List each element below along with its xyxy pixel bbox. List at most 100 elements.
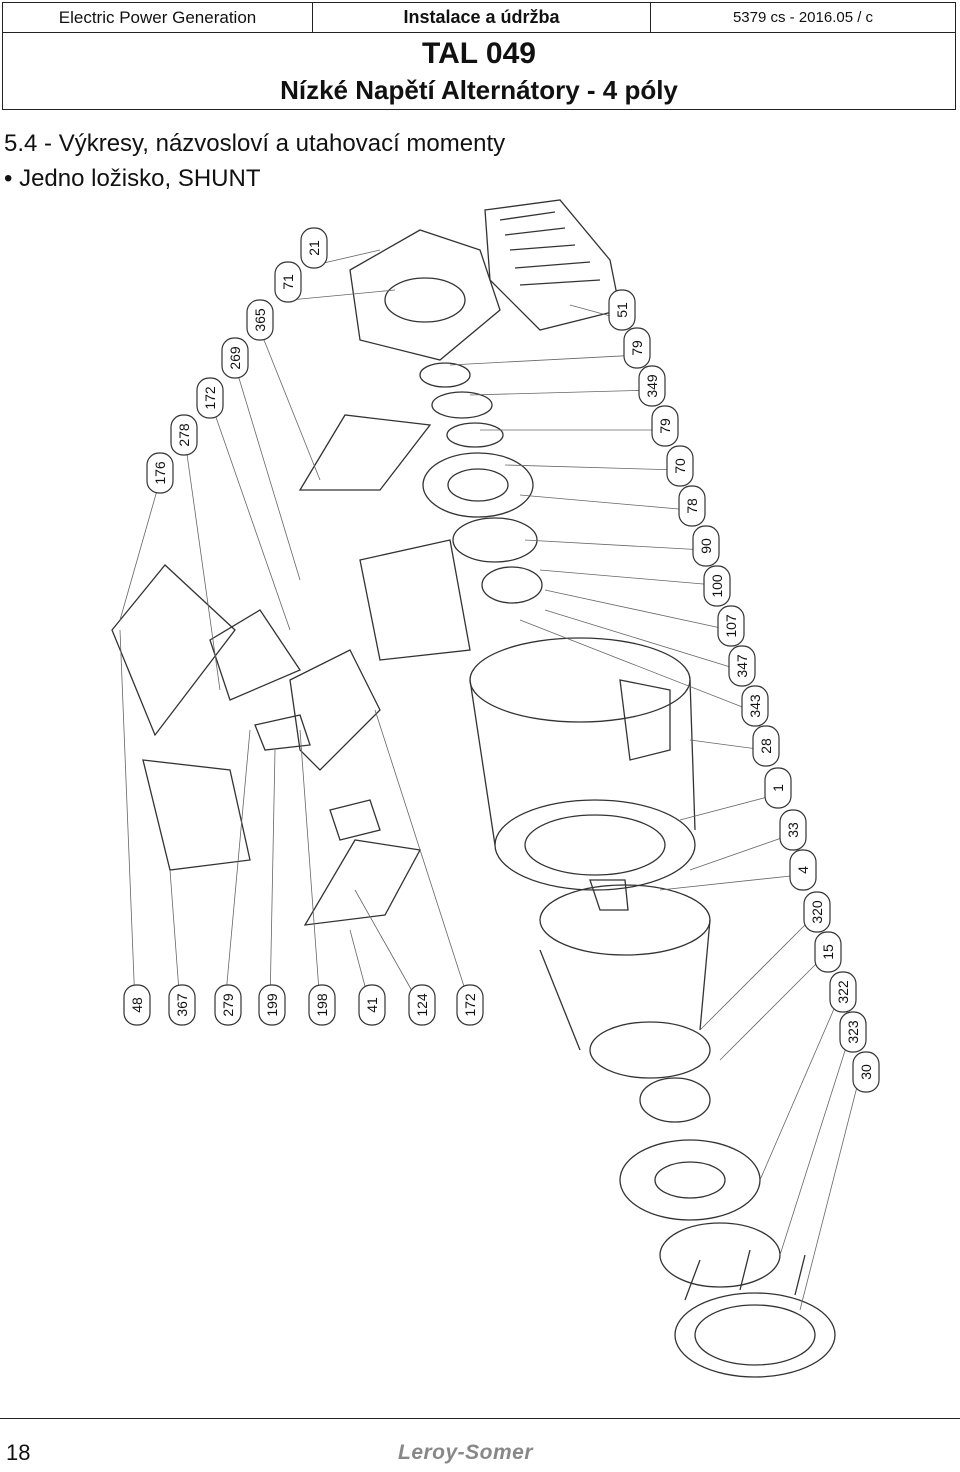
callout-bubble xyxy=(246,299,274,341)
callout-number: 30 xyxy=(858,1064,874,1080)
company-name: Electric Power Generation xyxy=(3,3,313,33)
callout-right-15: 107 xyxy=(717,605,745,647)
callout-bottom-2: 279 xyxy=(214,984,242,1026)
callout-bubble xyxy=(623,327,651,369)
footer-rule xyxy=(0,1418,960,1419)
callout-right-18: 28 xyxy=(752,725,780,767)
callout-number: 343 xyxy=(747,694,763,718)
callout-right-6: 176 xyxy=(146,452,174,494)
callout-number: 107 xyxy=(723,614,739,638)
callout-number: 79 xyxy=(629,340,645,356)
callout-bubble xyxy=(651,405,679,447)
callout-bubble xyxy=(829,971,857,1013)
callout-bottom-7: 172 xyxy=(456,984,484,1026)
callout-bubble xyxy=(146,452,174,494)
callout-bubble xyxy=(703,565,731,607)
callout-right-21: 4 xyxy=(789,849,817,891)
callout-number: 4 xyxy=(795,866,811,874)
callout-number: 21 xyxy=(306,240,322,256)
callout-number: 15 xyxy=(820,944,836,960)
callout-number: 28 xyxy=(758,738,774,754)
callout-bubble xyxy=(638,365,666,407)
callout-bubble xyxy=(764,767,792,809)
callout-number: 279 xyxy=(220,993,236,1017)
callout-bubble xyxy=(408,984,436,1026)
callout-bubble xyxy=(741,685,769,727)
document-reference: 5379 cs - 2016.05 / c xyxy=(651,3,955,33)
callout-number: 347 xyxy=(734,654,750,678)
callout-right-25: 323 xyxy=(839,1011,867,1053)
callout-right-11: 70 xyxy=(666,445,694,487)
callout-number: 269 xyxy=(227,346,243,370)
callout-number: 365 xyxy=(252,308,268,332)
alternator-parts xyxy=(111,199,836,1378)
callout-bubble xyxy=(274,261,302,303)
callout-number: 51 xyxy=(614,302,630,318)
callout-bubble xyxy=(358,984,386,1026)
page-number: 18 xyxy=(6,1440,31,1465)
callout-bubble xyxy=(214,984,242,1026)
leader-lines xyxy=(119,249,861,1311)
callout-right-19: 1 xyxy=(764,767,792,809)
callout-number: 71 xyxy=(280,274,296,290)
callout-right-1: 71 xyxy=(274,261,302,303)
callout-right-22: 320 xyxy=(803,891,831,933)
callout-bottom-0: 48 xyxy=(123,984,151,1026)
callout-bubble xyxy=(170,414,198,456)
callout-number: 79 xyxy=(657,418,673,434)
callout-right-23: 15 xyxy=(814,931,842,973)
callout-right-3: 269 xyxy=(221,337,249,379)
exploded-view-drawing: 2171365269172278176517934979707890100107… xyxy=(111,199,880,1378)
callout-bubble xyxy=(717,605,745,647)
callout-bubble xyxy=(666,445,694,487)
callout-bubble xyxy=(196,377,224,419)
section-heading: 5.4 - Výkresy, názvosloví a utahovací mo… xyxy=(4,130,506,157)
callout-number: 33 xyxy=(785,822,801,838)
callout-labels: 2171365269172278176517934979707890100107… xyxy=(123,227,880,1093)
callout-right-0: 21 xyxy=(300,227,328,269)
callout-number: 41 xyxy=(364,997,380,1013)
callout-right-4: 172 xyxy=(196,377,224,419)
callout-bubble xyxy=(300,227,328,269)
callout-right-8: 79 xyxy=(623,327,651,369)
callout-number: 349 xyxy=(644,374,660,398)
callout-bubble xyxy=(789,849,817,891)
callout-bubble xyxy=(752,725,780,767)
callout-number: 322 xyxy=(835,980,851,1004)
callout-bottom-6: 124 xyxy=(408,984,436,1026)
callout-number: 78 xyxy=(684,498,700,514)
bullet-text: • Jedno ložisko, SHUNT xyxy=(4,165,261,192)
callout-bubble xyxy=(852,1051,880,1093)
document-header: Electric Power Generation Instalace a úd… xyxy=(2,2,956,110)
callout-right-20: 33 xyxy=(779,809,807,851)
callout-bottom-3: 199 xyxy=(258,984,286,1026)
callout-number: 90 xyxy=(698,538,714,554)
callout-bubble xyxy=(221,337,249,379)
callout-number: 278 xyxy=(176,423,192,447)
callout-number: 176 xyxy=(152,461,168,485)
model-title: TAL 049 xyxy=(422,37,536,70)
callout-right-5: 278 xyxy=(170,414,198,456)
callout-right-17: 343 xyxy=(741,685,769,727)
callout-bubble xyxy=(678,485,706,527)
document-subtitle: Nízké Napětí Alternátory - 4 póly xyxy=(280,75,678,105)
callout-bubble xyxy=(456,984,484,1026)
brand-logo: Leroy-Somer xyxy=(398,1441,534,1464)
callout-bubble xyxy=(308,984,336,1026)
callout-bubble xyxy=(814,931,842,973)
callout-number: 367 xyxy=(174,993,190,1017)
callout-bubble xyxy=(608,289,636,331)
callout-number: 320 xyxy=(809,900,825,924)
callout-number: 172 xyxy=(202,386,218,410)
callout-number: 198 xyxy=(314,993,330,1017)
callout-right-13: 90 xyxy=(692,525,720,567)
callout-right-2: 365 xyxy=(246,299,274,341)
callout-bubble xyxy=(692,525,720,567)
callout-number: 172 xyxy=(462,993,478,1017)
callout-bubble xyxy=(258,984,286,1026)
callout-bubble xyxy=(728,645,756,687)
callout-right-16: 347 xyxy=(728,645,756,687)
callout-number: 1 xyxy=(770,784,786,792)
callout-number: 199 xyxy=(264,993,280,1017)
callout-bottom-1: 367 xyxy=(168,984,196,1026)
